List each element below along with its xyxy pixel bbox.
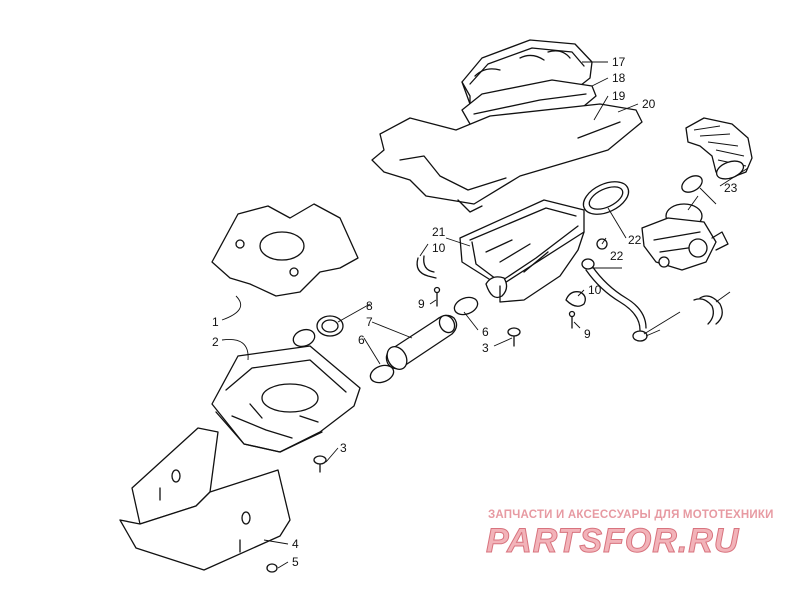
screw-3-center-part [507, 327, 521, 347]
callout-numbers: 17 18 19 20 21 10 9 22 22 23 10 9 8 7 6 … [212, 55, 738, 569]
seal-plate-part [371, 103, 643, 213]
screw-9-right-part [568, 310, 576, 329]
callout-17: 22 [628, 233, 642, 247]
callout-4: 4 [292, 537, 299, 551]
callout-16: 22 [610, 249, 624, 263]
intake-tube-part [385, 314, 458, 370]
bracket-10-right-part [565, 291, 586, 307]
callout-6-right: 6 [482, 325, 489, 339]
callout-3-center: 3 [482, 341, 489, 355]
screw-3-left-part [313, 455, 327, 473]
callout-2: 2 [212, 335, 219, 349]
callout-1: 1 [212, 315, 219, 329]
nut-5-part [266, 563, 278, 573]
watermark-brand: PARTSFOR.RU [486, 522, 740, 560]
callout-3-left: 3 [340, 441, 347, 455]
vent-hose-21-part [693, 295, 723, 325]
clamp-6-upper-part [453, 296, 479, 316]
screw-9-left-part [433, 286, 441, 307]
callout-9-right: 9 [584, 327, 591, 341]
coupler-8-part [292, 315, 344, 348]
clamp-6-lower-part [369, 364, 395, 384]
callout-12: 18 [612, 71, 626, 85]
drain-hose-23-part [581, 258, 648, 342]
top-plate-part [211, 203, 359, 297]
callout-15: 21 [432, 225, 446, 239]
callout-7: 7 [366, 315, 373, 329]
carburetor-part [641, 203, 729, 271]
clamp-17-part [582, 181, 630, 215]
watermark-subtitle: ЗАПЧАСТИ И АКСЕССУАРЫ ДЛЯ МОТОТЕХНИКИ [488, 509, 774, 521]
intake-boot-part [685, 117, 753, 180]
callout-13: 19 [612, 89, 626, 103]
callout-6-left: 6 [358, 333, 365, 347]
clamp-19-part [681, 175, 703, 193]
airbox-housing-part [459, 199, 585, 303]
callout-14: 20 [642, 97, 656, 111]
callout-10-right: 10 [588, 283, 602, 297]
leader-lines [221, 61, 749, 569]
callout-11: 17 [612, 55, 626, 69]
callout-8: 8 [366, 299, 373, 313]
heat-shield-part [119, 427, 291, 571]
lower-tray-part [211, 345, 361, 453]
callout-18: 23 [724, 181, 738, 195]
callout-9-left: 9 [418, 297, 425, 311]
bracket-10-left-part [416, 255, 437, 279]
callout-5: 5 [292, 555, 299, 569]
callout-10-left: 10 [432, 241, 446, 255]
watermark: ЗАПЧАСТИ И АКСЕССУАРЫ ДЛЯ МОТОТЕХНИКИ PA… [486, 509, 774, 561]
